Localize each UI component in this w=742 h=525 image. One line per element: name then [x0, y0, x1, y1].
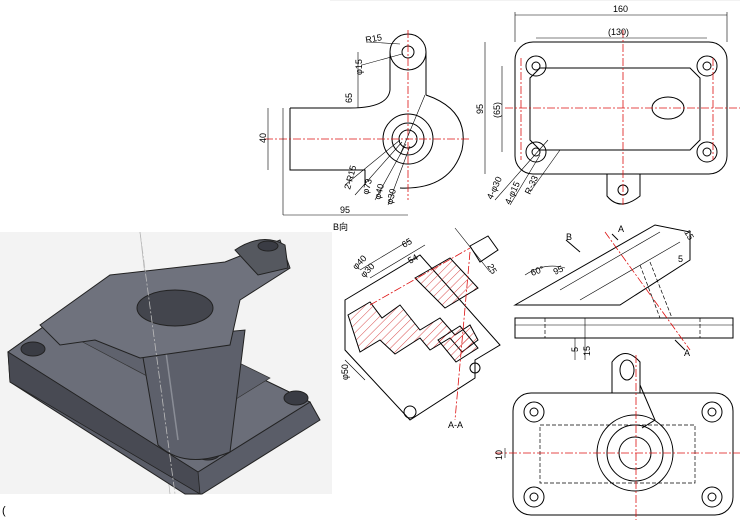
section-dim-phi50: φ50	[340, 364, 350, 380]
top-dim-95: 95	[475, 104, 485, 114]
section-dim-65: 65	[400, 236, 414, 250]
side-dim-phi73: φ73	[360, 178, 374, 196]
front-arrow-b: B	[566, 232, 572, 242]
side-dim-95: 95	[340, 205, 350, 215]
side-dim-phi40: φ40	[372, 183, 386, 201]
top-view: 160 (130) 95 (65) 4-φ30 4-φ15 R-33	[475, 4, 740, 206]
front-arrow-a-bottom: A	[684, 348, 690, 358]
top-dim-4phi15: 4-φ15	[503, 180, 522, 206]
bottom-dim-10: 10	[494, 450, 504, 460]
side-dim-65: 65	[344, 93, 354, 103]
front-dim-5-bottom: 5	[570, 347, 580, 352]
front-view: B A A 60° 95 15 5 5 15	[513, 224, 734, 360]
top-dim-r33: R-33	[523, 174, 540, 196]
top-dim-65: (65)	[492, 102, 502, 118]
front-dim-15-top: 15	[682, 228, 696, 242]
isometric-model	[0, 231, 332, 495]
side-dim-r15: R15	[365, 32, 383, 45]
section-dim-54: 54	[406, 252, 420, 266]
stray-text: (	[2, 505, 6, 517]
front-arrow-a-top: A	[618, 224, 624, 234]
top-dim-4phi30: 4-φ30	[485, 175, 504, 201]
side-view-label: B向	[333, 221, 348, 232]
front-dim-60: 60°	[529, 264, 546, 278]
side-dim-phi15: φ15	[354, 59, 364, 75]
top-dim-160: 160	[613, 4, 628, 14]
section-dim-25: 25	[485, 262, 499, 276]
front-dim-15-bottom: 15	[582, 346, 592, 356]
section-label: A-A	[448, 420, 463, 430]
section-view: φ40 φ30 65 54 25 φ50 A-A	[340, 227, 501, 430]
bottom-view: 10	[494, 353, 740, 520]
front-dim-5-top: 5	[678, 254, 683, 264]
side-dim-40: 40	[258, 133, 268, 143]
front-dim-95: 95	[552, 264, 565, 277]
side-view: R15 φ15 65 40 95 2-R15 φ73 φ40 φ30 B向	[258, 30, 470, 232]
side-dim-phi30: φ30	[384, 188, 398, 206]
top-dim-130: (130)	[608, 27, 629, 37]
side-dim-2r15: 2-R15	[342, 164, 358, 190]
